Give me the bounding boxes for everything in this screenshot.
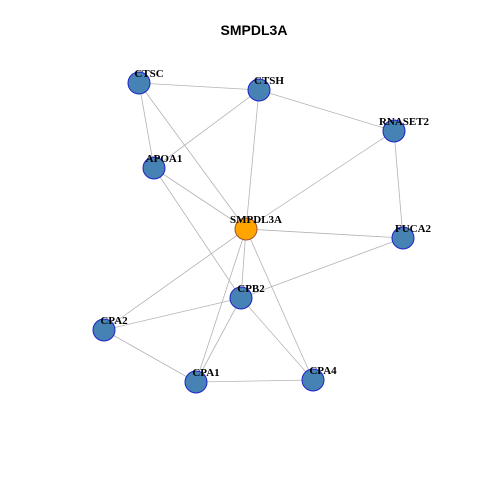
- edge-cpa2-cpa1: [103, 329, 197, 383]
- chart-title: SMPDL3A: [221, 22, 288, 38]
- edge-ctsc-apoa1: [138, 82, 155, 169]
- node-rnaset2[interactable]: [382, 119, 406, 143]
- edge-cpb2-cpa4: [240, 297, 314, 381]
- node-smpdl3a[interactable]: [234, 217, 258, 241]
- node-cpa2[interactable]: [92, 318, 116, 342]
- edge-smpdl3a-cpb2: [240, 228, 247, 299]
- edge-ctsh-smpdl3a: [245, 89, 260, 230]
- node-label-ctsh: CTSH: [254, 75, 284, 87]
- edge-ctsc-smpdl3a: [138, 82, 247, 230]
- node-label-cpa4: CPA4: [309, 365, 337, 377]
- node-label-smpdl3a: SMPDL3A: [230, 214, 282, 226]
- edge-cpb2-cpa1: [195, 297, 242, 383]
- node-label-cpa2: CPA2: [100, 315, 128, 327]
- node-apoa1[interactable]: [142, 156, 166, 180]
- node-fuca2[interactable]: [391, 226, 415, 250]
- edge-ctsh-rnaset2: [258, 89, 395, 132]
- edge-smpdl3a-fuca2: [245, 228, 404, 239]
- edge-apoa1-cpb2: [153, 167, 242, 299]
- edge-cpb2-cpa2: [103, 297, 242, 331]
- node-label-ctsc: CTSC: [134, 68, 163, 80]
- edge-apoa1-smpdl3a: [153, 167, 247, 230]
- edge-rnaset2-smpdl3a: [245, 130, 395, 230]
- node-layer: [92, 71, 415, 394]
- edge-smpdl3a-cpa2: [103, 228, 247, 331]
- edge-ctsc-ctsh: [138, 82, 260, 91]
- node-ctsh[interactable]: [247, 78, 271, 102]
- node-label-cpb2: CPB2: [237, 283, 265, 295]
- edge-rnaset2-fuca2: [393, 130, 404, 239]
- node-ctsc[interactable]: [127, 71, 151, 95]
- node-cpb2[interactable]: [229, 286, 253, 310]
- edge-ctsh-apoa1: [153, 89, 260, 169]
- node-cpa4[interactable]: [301, 368, 325, 392]
- node-label-rnaset2: RNASET2: [379, 116, 430, 128]
- node-label-fuca2: FUCA2: [395, 223, 432, 235]
- edge-cpa1-cpa4: [195, 379, 314, 383]
- node-label-apoa1: APOA1: [146, 153, 183, 165]
- edge-layer: [103, 82, 404, 383]
- edge-smpdl3a-cpa4: [245, 228, 314, 381]
- edge-fuca2-cpb2: [240, 237, 404, 299]
- node-label-cpa1: CPA1: [192, 367, 219, 379]
- edge-smpdl3a-cpa1: [195, 228, 247, 383]
- label-layer: SMPDL3A CTSC CTSH RNASET2APOA1FUCA2CPB2CPA2…: [100, 68, 431, 379]
- node-cpa1[interactable]: [184, 370, 208, 394]
